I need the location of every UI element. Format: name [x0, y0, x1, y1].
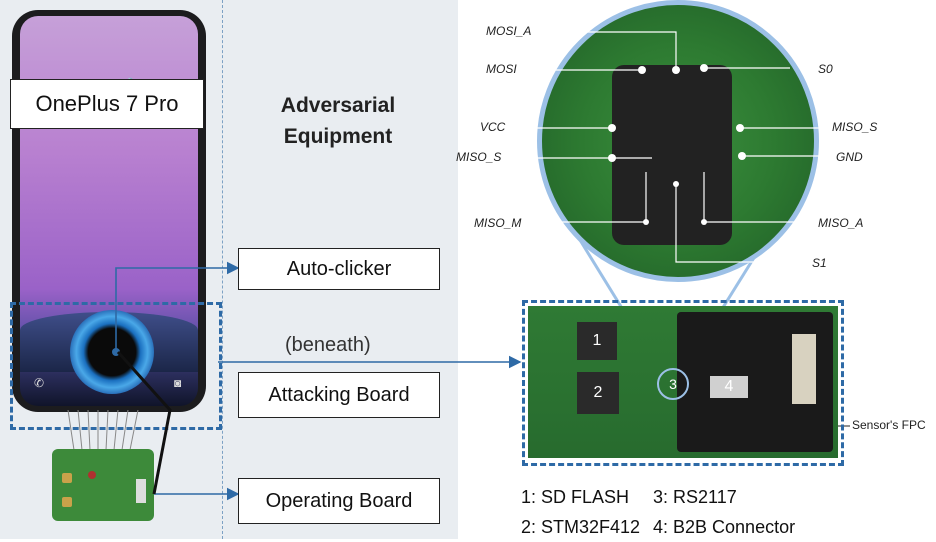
board-button [62, 473, 72, 483]
chip-3-rs2117: 3 [657, 368, 689, 400]
phone-call-icon: ✆ [34, 376, 45, 390]
pin-miso-a: MISO_A [818, 216, 864, 230]
legend-item-2: 2: STM32F412 [521, 517, 641, 537]
board-button [62, 497, 72, 507]
attacking-board-label: Attacking Board [238, 372, 440, 418]
chip-4-b2b-connector: 4 [710, 376, 748, 398]
operating-board-label: Operating Board [238, 478, 440, 524]
flex-cable [792, 334, 816, 404]
phone-model-label: OnePlus 7 Pro [10, 79, 204, 129]
chip-zoom-view [537, 0, 819, 282]
legend-item-3: 3: RS2117 [653, 487, 737, 507]
operating-board-photo [52, 449, 154, 521]
pin-mosi: MOSI [486, 62, 517, 76]
beneath-label: (beneath) [285, 334, 371, 356]
zoomed-chip [612, 65, 732, 245]
chip-2-stm32f412: 2 [577, 372, 619, 414]
sensor-fpc-label: Sensor's FPC [852, 418, 926, 432]
pin-miso-m: MISO_M [474, 216, 522, 230]
pin-miso-s-right: MISO_S [832, 120, 878, 134]
camera-icon: ◙ [174, 376, 182, 390]
legend-row: 1: SD FLASH 3: RS2117 [521, 482, 795, 512]
board-led [88, 471, 96, 479]
attacking-board-outline-right [522, 300, 844, 466]
pin-gnd: GND [836, 150, 863, 164]
legend-item-4: 4: B2B Connector [653, 517, 796, 537]
board-switch [136, 479, 146, 503]
chip-1-sd-flash: 1 [577, 322, 617, 360]
pin-mosi-a: MOSI_A [486, 24, 532, 38]
pin-s1: S1 [812, 256, 827, 270]
pin-s0: S0 [818, 62, 833, 76]
chip-legend: 1: SD FLASH 3: RS2117 2: STM32F412 4: B2… [521, 482, 795, 542]
pin-vcc: VCC [480, 120, 506, 134]
equipment-title-line2: Equipment [283, 125, 393, 148]
equipment-title-line1: Adversarial [280, 94, 396, 117]
pin-miso-s-left: MISO_S [456, 150, 502, 164]
ribbon-wires [67, 410, 139, 450]
legend-row: 2: STM32F412 4: B2B Connector [521, 512, 795, 542]
equipment-title: Adversarial Equipment [258, 90, 418, 152]
legend-item-1: 1: SD FLASH [521, 487, 630, 507]
panel-divider [222, 0, 223, 539]
auto-clicker-label: Auto-clicker [238, 248, 440, 290]
